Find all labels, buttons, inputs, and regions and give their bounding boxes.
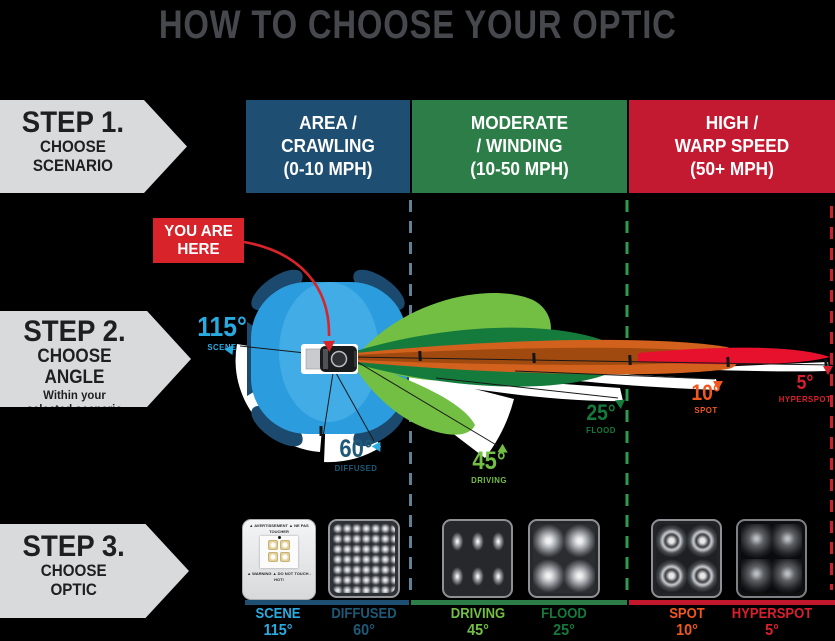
scenario-line: MODERATE xyxy=(470,112,569,134)
arrow-5 xyxy=(823,366,833,375)
you-are-here-text: HERE xyxy=(177,240,220,258)
optic-label-driving: DRIVING 45° xyxy=(450,606,506,639)
arrow-45 xyxy=(497,443,508,453)
arrow-10 xyxy=(713,381,723,390)
step2-title: STEP 2. xyxy=(23,315,126,348)
scene-warning-top: ▲ AVERTISSEMENT ▲ NE PAS TOUCHER xyxy=(249,523,309,534)
angle-label-scene: 115° SCENE xyxy=(197,311,247,352)
led xyxy=(280,552,290,563)
scenario-moderate-winding: MODERATE / WINDING (10-50 MPH) xyxy=(412,100,627,193)
step3-sub1: CHOOSE xyxy=(40,562,107,580)
you-are-here-arrow xyxy=(243,240,331,337)
underline-blue xyxy=(245,600,409,605)
scene-warning-bottom: ▲ WARNING ▲ DO NOT TOUCH - HOT! xyxy=(247,571,311,582)
led xyxy=(280,540,290,551)
angle-label-driving: 45° DRIVING xyxy=(471,447,507,485)
optic-hyperspot-image xyxy=(736,519,807,598)
beam-spot-core xyxy=(356,347,697,365)
led xyxy=(268,552,278,563)
scene-led-panel xyxy=(260,536,298,569)
flood-reflectors xyxy=(533,524,595,593)
led xyxy=(268,540,278,551)
diffused-lens-grid xyxy=(333,524,395,593)
scenario-line: CRAWLING xyxy=(281,135,375,157)
scenario-line: (50+ MPH) xyxy=(690,157,774,179)
step1-arrow: STEP 1. CHOOSE SCENARIO xyxy=(0,100,187,193)
angle-label-hyperspot: 5° HYPERSPOT xyxy=(778,372,832,404)
scenario-high-warp: HIGH / WARP SPEED (50+ MPH) xyxy=(629,100,835,193)
vehicle-topview xyxy=(301,344,358,374)
hyperspot-lenses xyxy=(741,524,802,593)
underline-red xyxy=(629,600,835,605)
arrow-60 xyxy=(371,441,381,452)
step1-sub2: SCENARIO xyxy=(32,156,113,175)
angle-label-diffused: 60° DIFFUSED xyxy=(334,435,378,473)
step2-note2: selected scenario xyxy=(26,401,123,416)
scenario-line: HIGH / xyxy=(705,112,759,134)
driving-reflectors xyxy=(447,524,508,593)
scenario-line: WARP SPEED xyxy=(674,135,790,157)
optic-diffused-image xyxy=(328,519,400,598)
step1-sub1: CHOOSE xyxy=(40,138,106,156)
optic-spot-image xyxy=(651,519,722,598)
step2-arrow: STEP 2. CHOOSE ANGLE Within your selecte… xyxy=(0,311,191,407)
optic-scene-image: ▲ AVERTISSEMENT ▲ NE PAS TOUCHER ▲ WARNI… xyxy=(242,519,316,600)
underline-green xyxy=(411,600,627,605)
beam-hyperspot xyxy=(638,347,830,365)
scenario-area-crawling: AREA / CRAWLING (0-10 MPH) xyxy=(246,100,410,193)
you-are-here-badge: YOU ARE HERE xyxy=(153,218,244,263)
step3-title: STEP 3. xyxy=(22,530,125,563)
beam-driving-lower xyxy=(352,359,475,435)
scenario-line: AREA / xyxy=(299,112,357,134)
scenario-line: (0-10 MPH) xyxy=(283,157,373,179)
scenario-line: / WINDING xyxy=(476,135,563,157)
step3-sub2: OPTIC xyxy=(50,580,97,599)
page-title: HOW TO CHOOSE YOUR OPTIC xyxy=(158,3,677,47)
optic-label-hyperspot: HYPERSPOT 5° xyxy=(731,606,813,639)
optic-flood-image xyxy=(528,519,600,598)
step1-title: STEP 1. xyxy=(21,106,125,139)
you-are-here-arrowhead xyxy=(323,340,335,352)
beam-diffused-ear xyxy=(251,269,303,311)
angle-label-spot: 10° SPOT xyxy=(691,380,721,415)
spot-reflectors xyxy=(656,524,717,593)
arrow-115 xyxy=(224,345,234,355)
arrow-25 xyxy=(615,399,625,409)
angle-label-flood: 25° FLOOD xyxy=(586,400,616,435)
step3-arrow: STEP 3. CHOOSE OPTIC xyxy=(0,524,189,618)
optic-label-diffused: DIFFUSED 60° xyxy=(331,606,397,639)
step2-note1: Within your xyxy=(43,387,106,402)
beam-diffused-ear xyxy=(251,405,303,447)
you-are-here-text: YOU ARE xyxy=(164,222,233,240)
optic-label-flood: FLOOD 25° xyxy=(541,606,587,639)
scene-led-dot xyxy=(277,536,281,540)
optic-driving-image xyxy=(442,519,513,598)
optic-label-spot: SPOT 10° xyxy=(669,606,705,639)
range-ticks xyxy=(319,350,828,436)
step2-sub1: CHOOSE ANGLE xyxy=(37,346,112,388)
optic-label-scene: SCENE 115° xyxy=(255,606,301,639)
scenario-line: (10-50 MPH) xyxy=(470,157,569,179)
